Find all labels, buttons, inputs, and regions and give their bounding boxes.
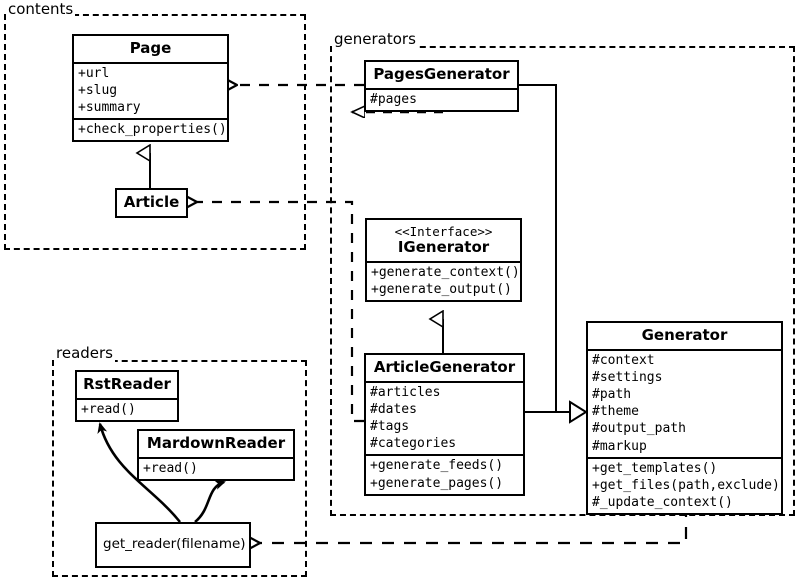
class-article-name: Article [123,193,180,211]
class-igenerator-name: <<Interface>> IGenerator [367,220,520,261]
class-igenerator-stereotype: <<Interface>> [394,224,493,239]
class-mardown-reader-methods: +read() [139,456,293,479]
method: +read() [81,401,136,417]
attribute: +slug [78,82,118,98]
class-article-generator-name: ArticleGenerator [373,358,516,376]
method: +check_properties() [78,122,227,138]
method: +get_templates() [592,460,718,476]
attribute: +summary [78,100,141,116]
attribute: #pages [370,91,417,107]
class-article-generator[interactable]: ArticleGenerator #articles #dates #tags … [364,353,525,496]
method: +generate_pages() [370,475,504,491]
method: +generate_context() [371,264,520,280]
method: #_update_context() [592,495,733,511]
attribute: #dates [370,401,417,417]
class-page-methods: +check_properties() [74,118,227,140]
class-rst-reader[interactable]: RstReader +read() [75,370,179,422]
attribute: #context [592,352,655,368]
class-pages-generator-name: PagesGenerator [373,65,510,83]
class-article-generator-attributes: #articles #dates #tags #categories [366,380,523,455]
class-page-name: Page [129,39,172,57]
class-mardown-reader-name: MardownReader [146,434,286,452]
class-generator-name: Generator [641,326,728,344]
class-generator-methods: +get_templates() +get_files(path,exclude… [588,456,781,513]
function-get-reader[interactable]: get_reader(filename) [95,522,251,568]
attribute: #categories [370,436,457,452]
class-igenerator-methods: +generate_context() +generate_output() [367,260,520,300]
method: +get_files(path,exclude) [592,477,780,493]
package-generators-label: generators [332,30,418,48]
package-readers [52,360,307,577]
attribute: #output_path [592,421,686,437]
class-pages-generator[interactable]: PagesGenerator #pages [364,60,519,112]
package-readers-label: readers [54,344,115,362]
package-contents [4,14,306,250]
method: +generate_output() [371,281,512,297]
class-pages-generator-attributes: #pages [366,87,517,110]
function-get-reader-label: get_reader(filename) [103,536,246,552]
attribute: #articles [370,384,441,400]
class-igenerator-title: IGenerator [397,238,490,256]
class-article[interactable]: Article [115,188,188,218]
attribute: #path [592,387,632,403]
attribute: #markup [592,438,647,454]
attribute: +url [78,65,110,81]
class-page[interactable]: Page +url +slug +summary +check_properti… [72,34,229,143]
method: +read() [143,460,198,476]
class-generator[interactable]: Generator #context #settings #path #them… [586,321,783,516]
class-page-attributes: +url +slug +summary [74,61,227,118]
method: +generate_feeds() [370,458,504,474]
attribute: #tags [370,419,410,435]
package-contents-label: contents [6,0,76,18]
attribute: #theme [592,404,639,420]
class-generator-attributes: #context #settings #path #theme #output_… [588,348,781,457]
class-article-generator-methods: +generate_feeds() +generate_pages() [366,454,523,493]
class-igenerator[interactable]: <<Interface>> IGenerator +generate_conte… [365,218,522,303]
class-rst-reader-name: RstReader [83,375,171,393]
class-rst-reader-methods: +read() [77,397,177,420]
class-mardown-reader[interactable]: MardownReader +read() [137,429,295,481]
attribute: #settings [592,369,663,385]
